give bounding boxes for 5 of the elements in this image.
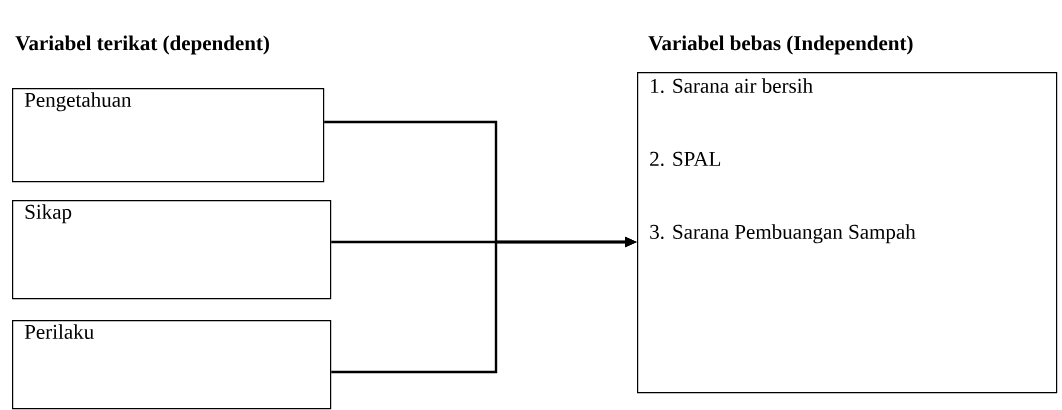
variable-box: Pengetahuan (12, 88, 325, 183)
variable-box: Sikap (12, 200, 332, 300)
list-box: 1. Sarana air bersih 2. SPAL 3. Sarana Pembuangan Sampah (637, 72, 1058, 394)
variable-box: Perilaku (12, 320, 332, 410)
heading: Variabel terikat (dependent) (15, 35, 269, 55)
